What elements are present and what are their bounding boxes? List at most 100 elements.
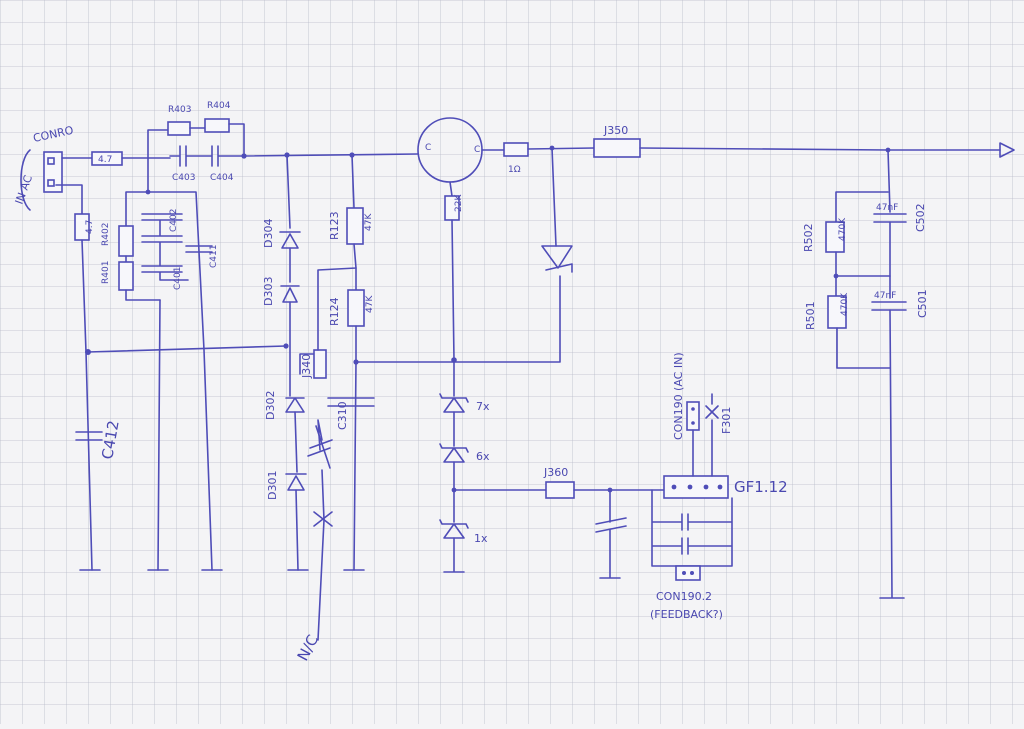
label-r402: R402: [101, 223, 111, 246]
label-r123: R123: [328, 211, 341, 240]
label-zener-7x: 7x: [476, 400, 490, 413]
wire: [317, 243, 357, 351]
resistor-r123: 47K R123: [328, 207, 374, 245]
jumper-j350: J350: [593, 124, 641, 158]
wire: [147, 191, 213, 571]
wire: [836, 327, 891, 369]
label-c404: C404: [210, 173, 234, 183]
label-zener-1x: 1x: [474, 532, 488, 545]
label-feedback: (FEEDBACK?): [650, 608, 723, 621]
resistor-r404: R404: [204, 101, 231, 133]
value-r502: 470K: [838, 217, 848, 241]
wire: [299, 353, 315, 375]
label-c402: C402: [169, 209, 179, 232]
ground: [443, 537, 465, 573]
capacitor-c310: [327, 397, 375, 407]
label-j350: J350: [603, 124, 628, 137]
label-transistor-c: C: [425, 143, 431, 153]
wire: [317, 419, 323, 451]
capacitor-c501: 47nF C501: [871, 289, 929, 318]
output-arrow-icon: [999, 142, 1015, 158]
label-c502: C502: [914, 203, 927, 232]
wire: [294, 411, 298, 473]
capacitor-j360-ground: [595, 489, 627, 579]
wire: [887, 149, 891, 213]
wire: [451, 219, 455, 361]
label-con190-ac: CON190 (AC IN): [672, 352, 685, 440]
label-c501: C501: [916, 289, 929, 318]
wire: [121, 129, 169, 159]
wire: [157, 299, 161, 571]
wire: [55, 184, 83, 215]
capacitor-c411: [185, 245, 213, 253]
value-r124: 47K: [365, 295, 375, 313]
label-r-top: 4.7: [98, 155, 112, 165]
diode-d301: D301: [266, 471, 307, 500]
wire: [527, 147, 595, 150]
value-r501: 470K: [840, 292, 850, 316]
capacitor-c412: [75, 431, 103, 441]
capacitor-c502: 47nF C502: [873, 203, 927, 232]
value-c501: 47nF: [874, 291, 896, 301]
label-d304: D304: [262, 219, 275, 248]
label-c403: C403: [172, 173, 195, 183]
label-r404: R404: [207, 101, 231, 111]
label-r124: R124: [328, 297, 341, 326]
wire: [125, 289, 161, 301]
label-gf1-12: GF1.12: [734, 478, 788, 496]
label-j340: J340: [300, 354, 313, 379]
resistor-r502: 470K R502: [802, 217, 848, 253]
main-rail: [243, 153, 419, 157]
label-c310: C310: [336, 401, 349, 430]
connector-con190-2: CON190.2 (FEEDBACK?): [650, 565, 723, 621]
wire: [286, 154, 291, 229]
fuse-f301: F301: [705, 393, 733, 477]
label-r-22k: 22K: [454, 194, 464, 212]
label-r-vert: 4.7: [85, 220, 95, 234]
capacitors-c403-c404: [169, 145, 245, 167]
label-r502: R502: [802, 223, 815, 252]
wire: [228, 123, 245, 157]
wire: [125, 157, 149, 227]
value-r123: 47K: [364, 213, 374, 231]
connector-gf1-12: GF1.12: [663, 475, 788, 499]
zener-1x: 1x: [439, 519, 488, 545]
zener-7x: 7x: [439, 393, 490, 413]
label-f301: F301: [720, 407, 733, 434]
wire: [351, 154, 355, 209]
diode-d302: D302: [264, 391, 305, 420]
jumper-j340: J340: [300, 349, 327, 379]
zener-6x: 6x: [439, 443, 490, 463]
label-d303: D303: [262, 277, 275, 306]
label-d301: D301: [266, 471, 279, 500]
resistor-4-7-vertical: 4.7: [74, 213, 95, 241]
label-d302: D302: [264, 391, 277, 420]
connector-con190-ac-in: CON190 (AC IN): [672, 352, 700, 440]
label-r501: R501: [804, 301, 817, 330]
resistor-r124: 47K R124: [328, 289, 375, 327]
label-zener-6x: 6x: [476, 450, 490, 463]
label-r401: R401: [101, 261, 111, 284]
wire: [551, 147, 557, 247]
wire: [295, 489, 299, 571]
capacitors-c401-c402: [141, 213, 189, 281]
label-r403: R403: [168, 105, 191, 115]
label-r-1r: 1Ω: [508, 165, 521, 175]
wire: [835, 191, 889, 223]
label-j360: J360: [543, 466, 568, 479]
nc-cross: [313, 511, 333, 527]
resistor-r501: 470K R501: [804, 292, 850, 330]
label-c411: C411: [209, 245, 219, 268]
label-c401: C401: [173, 267, 183, 290]
resistor-4-7-top: 4.7: [91, 151, 123, 166]
value-c502: 47nF: [876, 203, 898, 213]
diode-output: [541, 245, 573, 273]
label-con190-2: CON190.2: [656, 590, 712, 603]
wire: [449, 181, 453, 197]
ground: [879, 309, 905, 599]
mid-bus: [87, 345, 287, 353]
label-transistor-r: C: [474, 145, 480, 155]
feedback-wire: [355, 275, 561, 363]
